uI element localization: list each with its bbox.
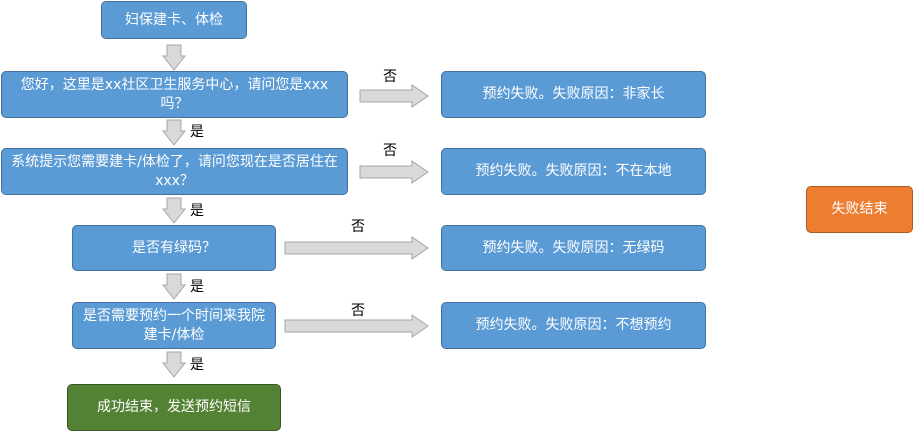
no-label-1: 否	[383, 69, 397, 85]
down-arrow-2	[161, 119, 187, 146]
down-arrow-4	[161, 273, 187, 300]
step-identity-check: 您好，这里是xx社区卫生服务中心，请问您是xxx吗？	[1, 71, 348, 118]
no-label-4: 否	[351, 303, 365, 319]
fail-no-green-code: 预约失败。失败原因：无绿码	[441, 225, 706, 271]
fail-not-parent: 预约失败。失败原因：非家长	[441, 71, 706, 118]
yes-label-2: 是	[190, 203, 204, 219]
fail-not-local: 预约失败。失败原因：不在本地	[441, 148, 706, 195]
down-arrow-1	[161, 44, 187, 71]
step-appointment-check: 是否需要预约一个时间来我院建卡/体检	[72, 302, 276, 349]
down-arrow-5	[161, 351, 187, 378]
start-node: 妇保建卡、体检	[101, 1, 247, 39]
step-green-code-check: 是否有绿码？	[72, 225, 276, 271]
no-label-3: 否	[351, 219, 365, 235]
yes-label-1: 是	[190, 124, 204, 140]
right-arrow-2	[359, 160, 429, 184]
down-arrow-3	[161, 197, 187, 224]
right-arrow-1	[359, 84, 429, 108]
success-end-node: 成功结束，发送预约短信	[67, 384, 281, 431]
yes-label-3: 是	[190, 279, 204, 295]
fail-no-appointment: 预约失败。失败原因：不想预约	[441, 302, 706, 349]
fail-end-node: 失败结束	[806, 186, 913, 233]
yes-label-4: 是	[190, 357, 204, 373]
right-arrow-4	[284, 314, 429, 338]
no-label-2: 否	[383, 143, 397, 159]
right-arrow-3	[284, 236, 429, 260]
step-residence-check: 系统提示您需要建卡/体检了，请问您现在是否居住在xxx？	[1, 148, 348, 195]
